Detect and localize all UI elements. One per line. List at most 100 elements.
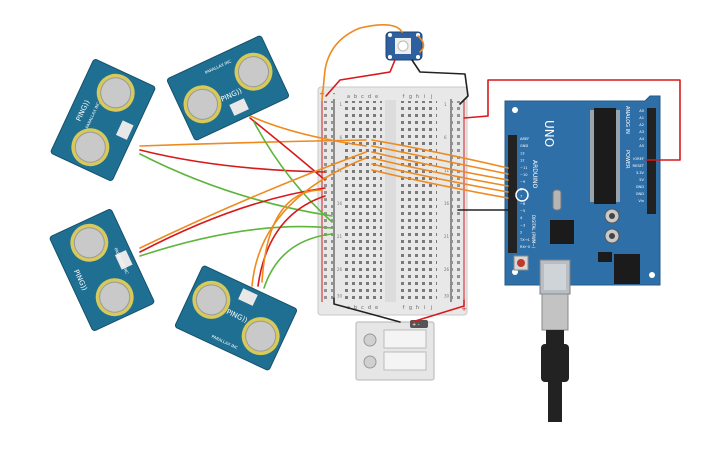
- rail-minus-top: -: [333, 90, 336, 98]
- battery-terminal-label: + -: [412, 322, 420, 328]
- wire-red-led: [325, 59, 396, 97]
- row-label: 1: [339, 102, 342, 107]
- digital-pin-label: ~10: [520, 173, 528, 177]
- digital-pin-label: RX←0: [520, 245, 531, 249]
- column-label: g: [409, 94, 412, 100]
- power-pin-label: GND: [636, 192, 644, 196]
- wire-orange-sig-6: [371, 169, 509, 199]
- wire-orange-sig-2: [371, 145, 509, 175]
- power-pin-label: IOREF: [633, 157, 644, 161]
- column-label: f: [403, 94, 405, 100]
- wires: [139, 24, 681, 323]
- digital-pin-label: 12: [520, 159, 525, 163]
- analog-pin-label: A0: [639, 109, 644, 113]
- analog-pin-label: A3: [639, 130, 644, 134]
- column-label: j: [430, 94, 432, 100]
- wire-orange-sig-3: [371, 151, 509, 181]
- arduino-brand-label: ARDUINO: [531, 160, 538, 189]
- digital-pin-label: 8: [520, 187, 523, 191]
- digital-pin-label: ~6: [520, 202, 526, 206]
- ultrasonic-sensor-3: PING)) PARALLAX INC: [49, 208, 155, 332]
- power-pin-label: Vin: [638, 199, 644, 203]
- row-label: 30: [337, 293, 343, 298]
- ultrasonic-sensor-2: PING)) PARALLAX INC: [166, 35, 290, 141]
- ultrasonic-sensor-1: PING)) PARALLAX INC: [50, 58, 156, 182]
- wire-green-s4: [263, 233, 333, 289]
- digital-label: DIGITAL (PWM~): [531, 215, 536, 249]
- column-label: c: [361, 94, 364, 100]
- digital-pin-label: 2: [520, 231, 522, 235]
- wire-orange-sig-5: [371, 163, 509, 193]
- wire-red-s4: [257, 195, 326, 287]
- column-label: e: [375, 94, 378, 100]
- wire-black-led: [411, 59, 469, 105]
- row-label: 6: [339, 135, 342, 140]
- digital-pin-label: ~9: [520, 180, 526, 184]
- digital-pin-label: GND: [520, 144, 528, 148]
- wire-black-battery: [333, 297, 401, 323]
- column-label: b: [354, 305, 357, 311]
- usb-cable: [541, 293, 569, 422]
- analog-in-label: ANALOG IN: [624, 106, 630, 134]
- power-pin-label: GND: [636, 185, 644, 189]
- column-label: i: [424, 94, 425, 100]
- column-label: f: [403, 305, 405, 311]
- power-pin-label: 5V: [639, 178, 644, 182]
- row-label: 16: [444, 201, 450, 206]
- row-label: 26: [337, 267, 343, 272]
- wire-red-5v: [463, 79, 681, 161]
- analog-pin-label: A4: [639, 137, 644, 141]
- wire-orange-s2: [245, 113, 367, 147]
- wire-orange-sig-1: [371, 139, 509, 169]
- analog-pin-label: A2: [639, 123, 644, 127]
- wire-orange-led: [321, 24, 403, 101]
- column-label: d: [368, 305, 371, 311]
- arduino-model-label: UNO: [542, 120, 556, 147]
- power-pin-label: RESET: [632, 164, 644, 168]
- battery-pack: + -: [355, 320, 435, 381]
- digital-pin-label: ~3: [520, 223, 525, 227]
- power-pin-label: 3.3V: [636, 171, 645, 175]
- wire-orange-s4: [251, 157, 367, 287]
- analog-pin-label: A5: [639, 144, 644, 148]
- column-label: a: [347, 94, 350, 100]
- row-label: 21: [444, 234, 450, 239]
- column-label: g: [409, 305, 412, 311]
- row-label: 16: [337, 201, 343, 206]
- analog-pin-label: A1: [639, 116, 644, 120]
- digital-pin-label: ~11: [520, 166, 528, 170]
- power-label: POWER: [624, 150, 630, 169]
- wire-orange-s4b: [261, 189, 323, 283]
- row-label: 30: [444, 293, 450, 298]
- column-label: i: [424, 305, 425, 311]
- column-label: b: [354, 94, 357, 100]
- digital-pin-label: TX→1: [519, 238, 530, 242]
- row-label: 6: [444, 135, 447, 140]
- arduino-uno: UNO ARDUINO ANALOG IN POWER DIGITAL (PWM…: [504, 95, 661, 295]
- wire-green-s1: [139, 153, 333, 217]
- wire-green-s3: [139, 225, 333, 257]
- digital-pin-label: 7: [520, 195, 522, 199]
- column-label: c: [361, 305, 364, 311]
- column-label: e: [375, 305, 378, 311]
- column-label: h: [416, 94, 419, 100]
- row-label: 21: [337, 234, 343, 239]
- digital-pin-label: AREF: [520, 137, 529, 141]
- digital-pin-labels: AREF GND 13 12 ~11 ~10 ~9 8 7 ~6 ~5 4 ~3 2TX→1RX←0: [519, 137, 531, 249]
- row-label: 11: [444, 168, 450, 173]
- wire-red-s2: [249, 117, 326, 181]
- led-module: [385, 31, 423, 61]
- column-label: d: [368, 94, 371, 100]
- digital-pin-label: 13: [520, 151, 525, 155]
- digital-pin-label: ~5: [520, 209, 525, 213]
- wire-red-s1: [139, 149, 326, 173]
- digital-pin-label: 4: [520, 216, 523, 220]
- wire-green-s2: [253, 121, 333, 223]
- row-label: 1: [444, 102, 447, 107]
- row-label: 26: [444, 267, 450, 272]
- ultrasonic-sensor-4: PING)) PARALLAX INC: [174, 265, 298, 371]
- wire-orange-sig-4: [371, 157, 509, 187]
